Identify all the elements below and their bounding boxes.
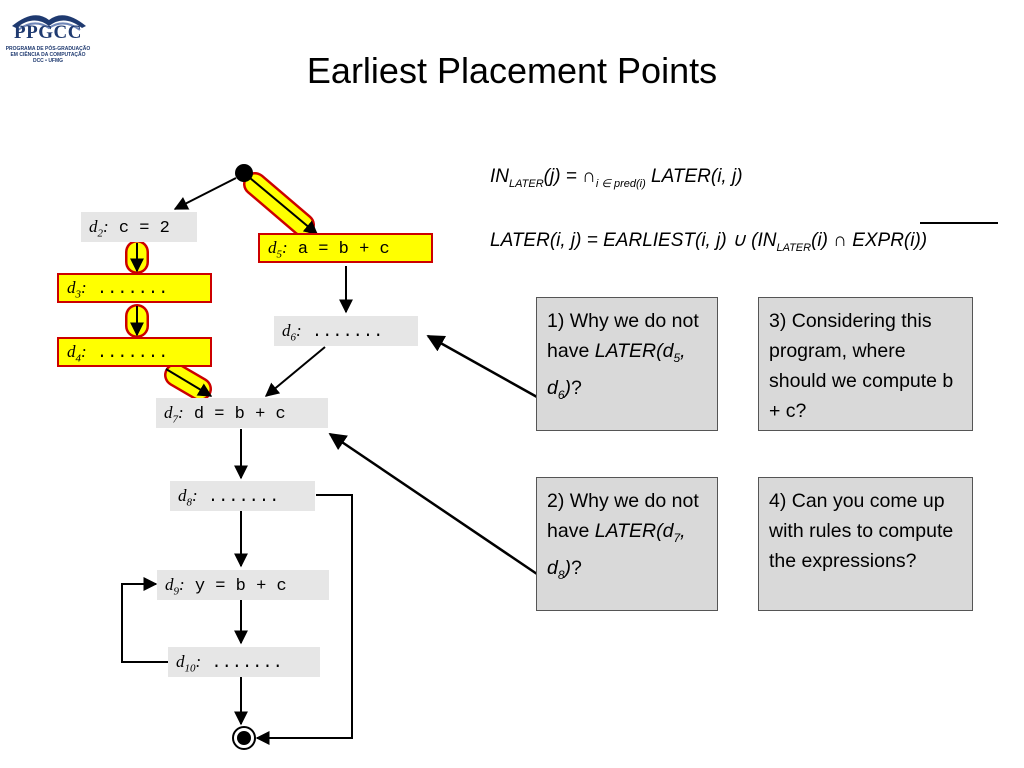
edge-highlight-start-d5 [243,172,315,237]
ppgcc-logo [12,15,86,31]
node-d3: d3: ....... [57,273,212,303]
node-d10: d10: ....... [168,647,320,677]
question-box-1: 1) Why we do not have LATER(d5, d6)? [536,297,718,431]
logo-subtitle-2: EM CIÊNCIA DA COMPUTAÇÃO [10,52,86,58]
node-d4: d4: ....... [57,337,212,367]
question-box-3: 3) Considering this program, where shoul… [758,297,973,431]
q2-pointer-arrow [328,432,538,576]
edge-d10-d9-loop [121,577,170,663]
edge-start-d2 [173,177,237,210]
edge-d4-d7 [165,368,213,397]
logo-title: PPGCC [14,22,82,43]
node-d9: d9: y = b + c [157,570,329,600]
formula-later: LATER(i, j) = EARLIEST(i, j) ∪ (INLATER(… [490,230,928,254]
page-title: Earliest Placement Points [306,50,718,91]
q1-pointer-arrow [426,334,538,399]
node-d6: d6: ....... [274,316,418,346]
edge-d8-end [255,494,353,745]
node-d5: d5: a = b + c [258,233,433,263]
edge-d6-d7 [264,346,326,397]
node-d8: d8: ....... [170,481,315,511]
question-box-4: 4) Can you come up with rules to compute… [758,477,973,611]
formula-in-later: INLATER(j) = ∩i ∈ pred(i) LATER(i, j) [490,166,743,190]
node-d7: d7: d = b + c [156,398,328,428]
node-d2: d2: c = 2 [81,212,197,242]
question-box-2: 2) Why we do not have LATER(d7, d8)? [536,477,718,611]
start-node [235,164,253,182]
logo-subtitle-3: DCC • UFMG [32,58,64,64]
end-node-inner [237,731,251,745]
logo-subtitle-1: PROGRAMA DE PÓS-GRADUAÇÃO [5,46,91,52]
edge-start-d5 [249,177,319,235]
